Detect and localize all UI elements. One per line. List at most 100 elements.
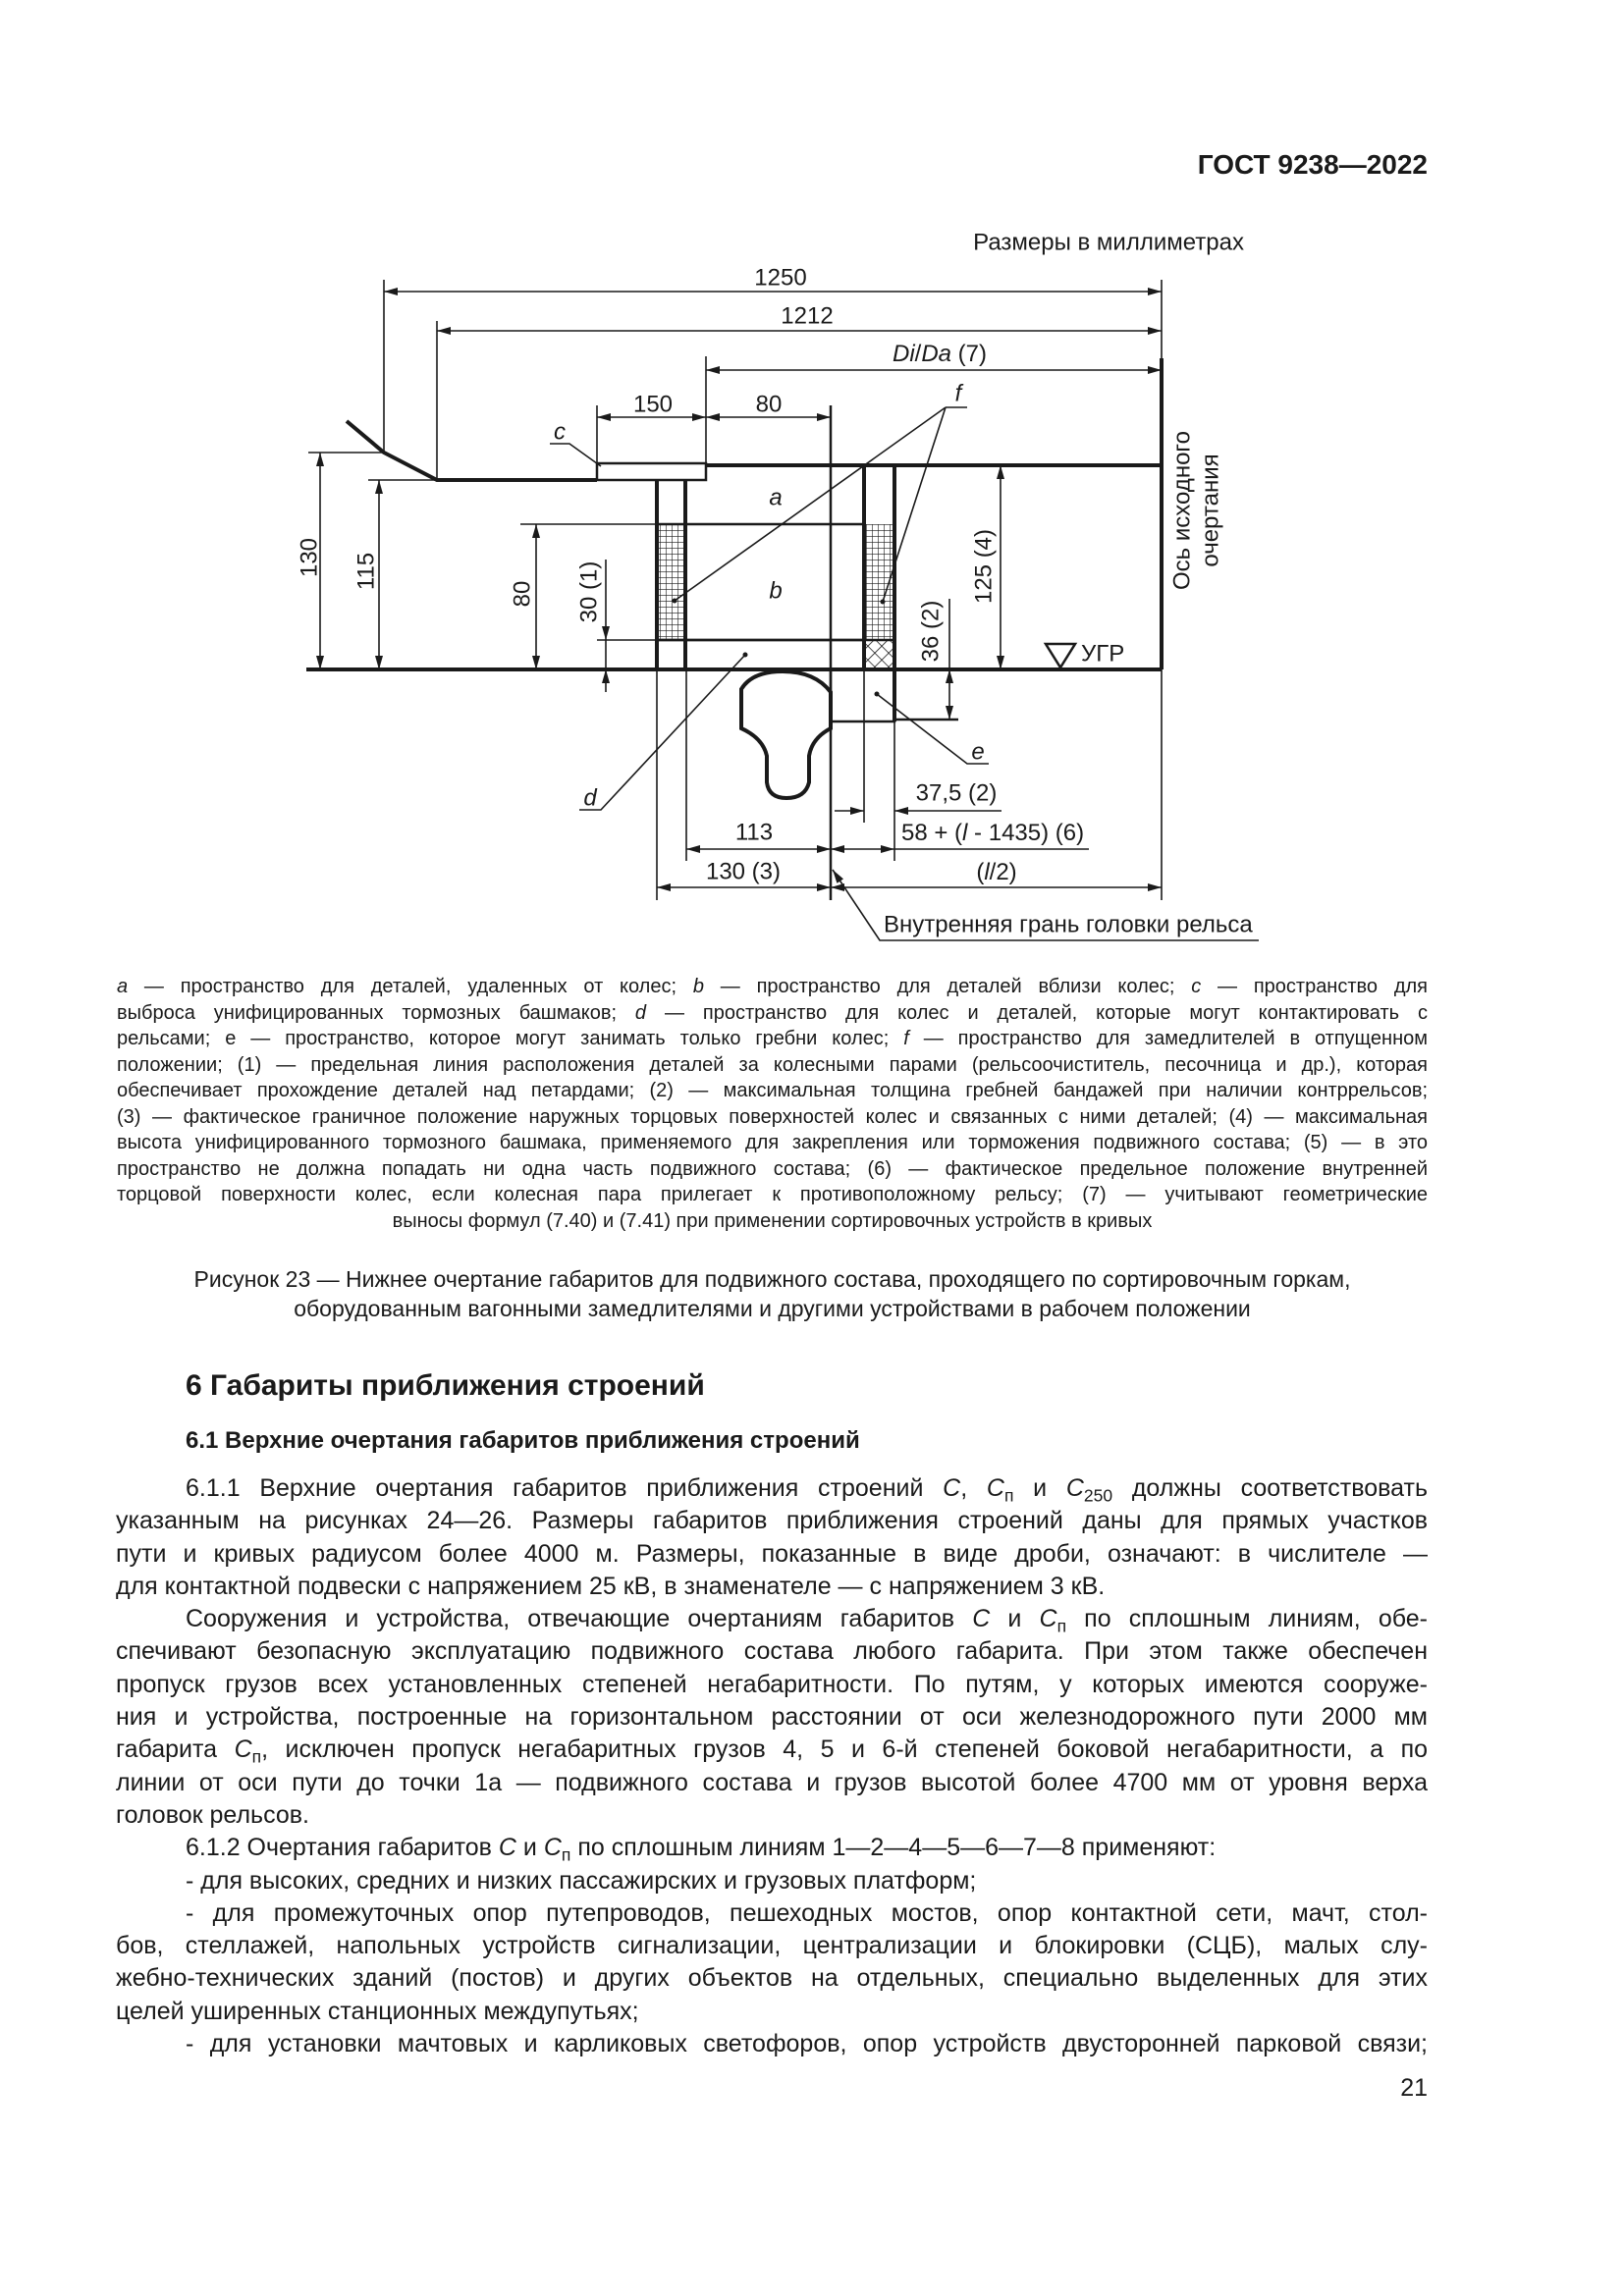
text-run: выносы формул (7.40) и (7.41) при примен… xyxy=(392,1209,1153,1232)
dim-130-3: 130 (3) xyxy=(706,859,781,885)
paragraph-line: для контактной подвески с напряжением 25… xyxy=(116,1571,1428,1603)
paragraph-line: - для высоких, средних и низких пассажир… xyxy=(116,1865,1428,1897)
extension-lines xyxy=(308,280,1163,900)
dim-125: 125 (4) xyxy=(971,529,998,604)
rail-head-profile xyxy=(739,668,833,801)
text-run: , исключен пропуск негабаритных грузов 4… xyxy=(261,1735,1429,1764)
text-run: b xyxy=(692,976,704,997)
gauge-outline xyxy=(306,358,1164,721)
rail-top-level-label: УГР xyxy=(1081,641,1124,667)
legend-line: положении; (1) — предельная линия распол… xyxy=(117,1052,1428,1079)
figure-23-diagram: Размеры в миллиметрах xyxy=(297,230,1259,941)
text-run: пространство не должна попадать ни одна … xyxy=(117,1157,1428,1180)
zone-d xyxy=(655,638,866,671)
text-run: и xyxy=(990,1605,1040,1633)
paragraph-line: пропуск грузов всех установленных степен… xyxy=(116,1669,1428,1701)
paragraph: 6.1.2 Очертания габаритов C и Cп по спло… xyxy=(116,1832,1428,1864)
caption-line: Рисунок 23 — Нижнее очертание габаритов … xyxy=(193,1266,1351,1292)
text-run: спечивают безопасную эксплуатацию подвиж… xyxy=(116,1637,1428,1666)
paragraph-line: указанным на рисунках 24—26. Размеры габ… xyxy=(116,1505,1428,1537)
paragraph-line: спечивают безопасную эксплуатацию подвиж… xyxy=(116,1635,1428,1668)
dim-80-top: 80 xyxy=(756,392,783,418)
text-run: c xyxy=(1191,976,1202,997)
subsection-title: 6.1 Верхние очертания габаритов приближе… xyxy=(186,1427,860,1454)
zone-label-a: a xyxy=(769,485,782,511)
paragraph: Сооружения и устройства, отвечающие очер… xyxy=(116,1603,1428,1832)
legend-line: рельсами; е — пространство, которое могу… xyxy=(117,1026,1428,1052)
paragraph-line: габарита Cп, исключен пропуск негабаритн… xyxy=(116,1734,1428,1766)
text-run: и xyxy=(1013,1474,1066,1502)
text-run: габарита xyxy=(116,1735,235,1764)
dim-36: 36 (2) xyxy=(918,601,945,663)
text-run: п xyxy=(561,1844,571,1865)
paragraph: - для установки мачтовых и карликовых св… xyxy=(116,2028,1428,2060)
text-run: C xyxy=(1065,1474,1084,1502)
text-run: - для высоких, средних и низких пассажир… xyxy=(186,1866,977,1895)
zone-label-d: d xyxy=(583,785,597,812)
rail-top-level-triangle-icon xyxy=(1043,642,1078,670)
dim-di-da: Di/Da (7) xyxy=(893,341,987,367)
text-run: C xyxy=(498,1834,516,1862)
text-run: — пространство для деталей вблизи колес; xyxy=(703,976,1192,997)
legend-line: высота унифицированного тормозного башма… xyxy=(117,1130,1428,1156)
paragraph: - для высоких, средних и низких пассажир… xyxy=(116,1865,1428,1897)
text-run: Сооружения и устройства, отвечающие очер… xyxy=(186,1605,973,1633)
dim-80-left: 80 xyxy=(510,581,536,608)
page-number: 21 xyxy=(1400,2074,1428,2102)
text-run: 250 xyxy=(1083,1485,1113,1506)
legend-line: выброса унифицированных тормозных башмак… xyxy=(117,1000,1428,1027)
legend-line: торцовой поверхности колес, если колесна… xyxy=(117,1182,1428,1208)
zone-c xyxy=(595,461,708,482)
paragraph-line: линии от оси пути до точки 1а — подвижно… xyxy=(116,1767,1428,1799)
figure-caption: Рисунок 23 — Нижнее очертание габаритов … xyxy=(117,1264,1428,1323)
paragraph-line: - для установки мачтовых и карликовых св… xyxy=(116,2028,1428,2060)
dim-30: 30 (1) xyxy=(576,561,603,623)
text-run: бов, стеллажей, напольных устройств сигн… xyxy=(116,1932,1428,1960)
text-run: пути и кривых радиусом более 4000 м. Раз… xyxy=(116,1539,1428,1568)
zone-label-b: b xyxy=(769,578,782,605)
text-run: (3) — фактическое граничное положение на… xyxy=(117,1105,1428,1128)
text-run: обеспечивает прохождение деталей над пет… xyxy=(117,1080,1428,1101)
text-run: для контактной подвески с напряжением 25… xyxy=(116,1572,1106,1600)
zone-label-c: c xyxy=(554,419,566,446)
paragraph-line: пути и кривых радиусом более 4000 м. Раз… xyxy=(116,1538,1428,1571)
document-header-id: ГОСТ 9238—2022 xyxy=(1197,149,1428,180)
text-run: п xyxy=(251,1746,262,1767)
text-run: головок рельсов. xyxy=(116,1800,309,1829)
text-run: C xyxy=(234,1735,252,1764)
caption-line: оборудованным вагонными замедлителями и … xyxy=(294,1296,1251,1321)
text-run: по сплошным линиям 1—2—4—5—6—7—8 применя… xyxy=(570,1834,1217,1862)
text-run: , xyxy=(960,1474,987,1502)
text-run: выброса унифицированных тормозных башмак… xyxy=(117,1001,635,1024)
text-run: целей уширенных станционных междупутьях; xyxy=(116,1997,639,2025)
paragraph-line: головок рельсов. xyxy=(116,1799,1428,1832)
paragraph-line: целей уширенных станционных междупутьях; xyxy=(116,1996,1428,2028)
legend-line: выносы формул (7.40) и (7.41) при примен… xyxy=(117,1208,1428,1235)
paragraph-line: 6.1.1 Верхние очертания габаритов прибли… xyxy=(116,1472,1428,1505)
paragraph: - для промежуточных опор путепроводов, п… xyxy=(116,1897,1428,2028)
text-run: ния и устройства, построенные на горизон… xyxy=(116,1703,1428,1732)
zone-f-left xyxy=(657,524,685,640)
text-run: - для установки мачтовых и карликовых св… xyxy=(186,2030,1428,2058)
text-run: п xyxy=(1056,1616,1067,1636)
figure-legend: a — пространство для деталей, удаленных … xyxy=(117,974,1428,1234)
text-run: по сплошным линиям, обе- xyxy=(1066,1605,1428,1633)
text-run: C xyxy=(972,1605,991,1633)
dim-58: 58 + (l - 1435) (6) xyxy=(901,820,1084,846)
dim-113: 113 xyxy=(735,820,773,846)
paragraph-line: жебно-технических зданий (постов) и друг… xyxy=(116,1962,1428,1995)
text-run: - для промежуточных опор путепроводов, п… xyxy=(186,1898,1428,1927)
paragraph-line: бов, стеллажей, напольных устройств сигн… xyxy=(116,1930,1428,1962)
text-run: d xyxy=(634,1001,647,1024)
dim-1250: 1250 xyxy=(754,265,806,292)
text-run: линии от оси пути до точки 1а — подвижно… xyxy=(116,1768,1428,1796)
section-body: 6.1.1 Верхние очертания габаритов прибли… xyxy=(116,1472,1428,2060)
dimension-lines xyxy=(316,288,1162,891)
text-run: пропуск грузов всех установленных степен… xyxy=(116,1670,1428,1698)
text-run: указанным на рисунках 24—26. Размеры габ… xyxy=(116,1507,1428,1535)
text-run: рельсами; е — пространство, которое могу… xyxy=(117,1028,904,1049)
units-note: Размеры в миллиметрах xyxy=(973,230,1244,256)
text-run: 6.1.2 Очертания габаритов xyxy=(186,1834,499,1862)
dim-1212: 1212 xyxy=(781,303,833,330)
leader-lines xyxy=(550,406,1259,941)
